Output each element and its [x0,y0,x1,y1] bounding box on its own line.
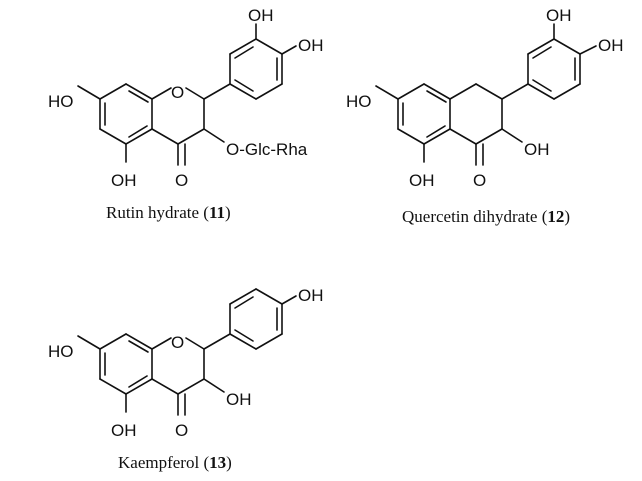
substituent-bonds [77,83,231,163]
oh-4prime-label: OH [598,36,624,55]
caption-quercetin-dihydrate: Quercetin dihydrate (12) [402,207,570,226]
compound-number: 12 [547,207,564,226]
oh-c3-label: OH [524,140,550,159]
oh-4prime-label: OH [298,286,324,305]
caption-name: Rutin hydrate [106,203,199,222]
oh-3prime-label: OH [248,6,274,25]
o-glc-rha-label: O-Glc-Rha [226,140,308,159]
oh-c7-label: HO [48,342,74,361]
ring-c-bonds [151,337,205,416]
ring-a-bonds [397,83,451,145]
carbonyl-oxygen-label: O [175,421,188,440]
ring-b-bonds [229,23,297,100]
compound-number: 11 [209,203,225,222]
structure-rutin-hydrate: HO O OH OH OH O O-Glc-Rha [48,6,324,190]
caption-kaempferol: Kaempferol (13) [118,453,232,472]
oh-4prime-label: OH [298,36,324,55]
ring-oxygen-label: O [171,83,184,102]
oh-3prime-label: OH [546,6,572,25]
oh-c5-label: OH [111,421,137,440]
oh-c3-label: OH [226,390,252,409]
caption-rutin-hydrate: Rutin hydrate (11) [106,203,231,222]
carbonyl-oxygen-label: O [175,171,188,190]
substituent-bonds [77,333,231,413]
ring-a-bonds [99,333,153,395]
oh-c5-label: OH [111,171,137,190]
caption-name: Kaempferol [118,453,199,472]
ring-oxygen-label: O [171,333,184,352]
structure-kaempferol: HO O OH OH O OH [48,286,324,440]
ring-a-bonds [99,83,153,145]
substituent-bonds [375,83,529,163]
ring-c-bonds [151,87,205,166]
oh-c7-label: HO [48,92,74,111]
ring-b-bonds [527,23,597,100]
caption-name: Quercetin dihydrate [402,207,537,226]
oh-c7-label: HO [346,92,372,111]
ring-c-bonds [449,83,503,166]
compound-number: 13 [209,453,226,472]
oh-c5-label: OH [409,171,435,190]
ring-b-bonds [229,288,297,350]
structure-quercetin-dihydrate: HO OH OH OH O OH [346,6,624,190]
carbonyl-oxygen-label: O [473,171,486,190]
